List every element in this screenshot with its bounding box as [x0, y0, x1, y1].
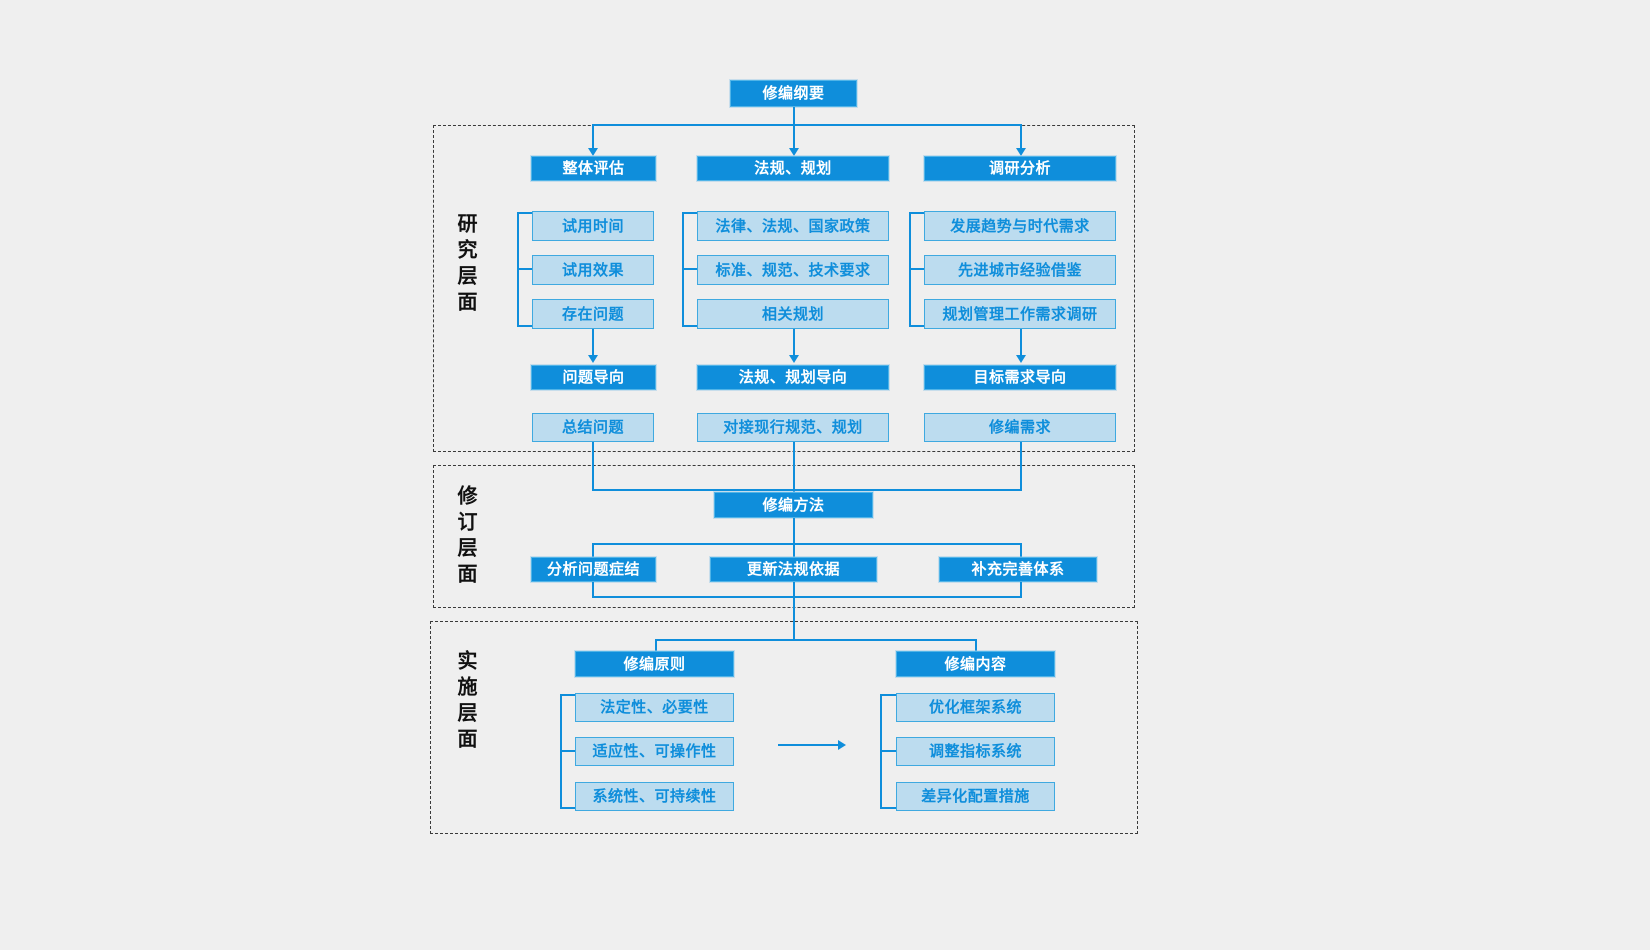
connector-method-drop-2	[793, 543, 795, 558]
node-research-col3-item-2[interactable]: 先进城市经验借鉴	[924, 255, 1116, 285]
connector-rev2-down	[793, 582, 795, 597]
connector-col1-items-to-orientation	[592, 329, 594, 356]
arrow-col1-orientation	[588, 355, 598, 363]
bracket-tick-c2-2	[682, 268, 699, 270]
node-impl-group2-item-2[interactable]: 调整指标系统	[896, 737, 1055, 766]
node-research-col3-orientation[interactable]: 目标需求导向	[924, 365, 1116, 390]
bracket-tick-c3-2	[909, 268, 926, 270]
node-research-col3-outcome[interactable]: 修编需求	[924, 413, 1116, 442]
connector-rev1-down	[592, 582, 594, 597]
node-research-col3-item-1[interactable]: 发展趋势与时代需求	[924, 211, 1116, 241]
node-research-col1-orientation[interactable]: 问题导向	[531, 365, 656, 390]
connector-impl-bus	[655, 639, 977, 641]
node-research-col1-item-3[interactable]: 存在问题	[532, 299, 654, 329]
connector-root-drop-3	[1020, 124, 1022, 149]
layer-label-revision: 修订层面	[454, 485, 476, 589]
connector-impl-drop-right	[975, 639, 977, 652]
connector-method-stem	[793, 518, 795, 544]
node-impl-group1-item-2[interactable]: 适应性、可操作性	[575, 737, 734, 766]
node-revision-item-3[interactable]: 补充完善体系	[939, 557, 1097, 582]
node-research-col1-outcome[interactable]: 总结问题	[532, 413, 654, 442]
node-research-col3-header[interactable]: 调研分析	[924, 156, 1116, 181]
arrow-root-to-col2	[789, 148, 799, 156]
arrow-col2-orientation	[789, 355, 799, 363]
node-revision-item-2[interactable]: 更新法规依据	[710, 557, 877, 582]
node-impl-group1-header[interactable]: 修编原则	[575, 651, 734, 677]
node-research-col1-header[interactable]: 整体评估	[531, 156, 656, 181]
node-revision-item-1[interactable]: 分析问题症结	[531, 557, 656, 582]
bracket-tick-impl1-2	[560, 750, 577, 752]
node-impl-group2-header[interactable]: 修编内容	[896, 651, 1055, 677]
connector-rev-merge-bus	[592, 596, 1022, 598]
arrow-root-to-col3	[1016, 148, 1026, 156]
node-research-col2-outcome[interactable]: 对接现行规范、规划	[697, 413, 889, 442]
connector-method-drop-1	[592, 543, 594, 558]
section-frame-implementation	[430, 621, 1138, 834]
connector-outcome3-down	[1020, 442, 1022, 490]
connector-col2-items-to-orientation	[793, 329, 795, 356]
connector-rev3-down	[1020, 582, 1022, 597]
connector-outcome1-down	[592, 442, 594, 490]
section-frame-revision	[433, 465, 1135, 608]
connector-root-stem	[793, 107, 795, 124]
connector-col3-items-to-orientation	[1020, 329, 1022, 356]
connector-root-bus	[592, 124, 1021, 126]
node-impl-group2-item-1[interactable]: 优化框架系统	[896, 693, 1055, 722]
node-research-col1-item-1[interactable]: 试用时间	[532, 211, 654, 241]
arrow-col3-orientation	[1016, 355, 1026, 363]
connector-method-bus	[592, 543, 1022, 545]
connector-root-drop-2	[793, 124, 795, 149]
connector-outcome2-down	[793, 442, 795, 490]
layer-label-research: 研究层面	[454, 213, 476, 317]
node-research-col2-header[interactable]: 法规、规划	[697, 156, 889, 181]
node-revision-header[interactable]: 修编方法	[714, 492, 873, 518]
bracket-tick-impl2-2	[880, 750, 897, 752]
arrow-impl-groups	[838, 740, 846, 750]
node-research-col2-item-1[interactable]: 法律、法规、国家政策	[697, 211, 889, 241]
connector-method-drop-3	[1020, 543, 1022, 558]
node-research-col3-item-3[interactable]: 规划管理工作需求调研	[924, 299, 1116, 329]
node-impl-group2-item-3[interactable]: 差异化配置措施	[896, 782, 1055, 811]
node-impl-group1-item-3[interactable]: 系统性、可持续性	[575, 782, 734, 811]
node-research-col2-orientation[interactable]: 法规、规划导向	[697, 365, 889, 390]
node-research-col2-item-2[interactable]: 标准、规范、技术要求	[697, 255, 889, 285]
connector-impl-drop-left	[655, 639, 657, 652]
connector-outcomes-merge-bus	[592, 489, 1022, 491]
connector-rev-merge-stem	[793, 596, 795, 640]
connector-root-drop-1	[592, 124, 594, 149]
arrow-root-to-col1	[588, 148, 598, 156]
bracket-tick-c1-2	[517, 268, 534, 270]
layer-label-implementation: 实施层面	[454, 650, 476, 754]
node-impl-group1-item-1[interactable]: 法定性、必要性	[575, 693, 734, 722]
node-research-col2-item-3[interactable]: 相关规划	[697, 299, 889, 329]
node-research-col1-item-2[interactable]: 试用效果	[532, 255, 654, 285]
connector-impl-groups-arrow-line	[778, 744, 838, 746]
node-root[interactable]: 修编纲要	[730, 80, 857, 107]
